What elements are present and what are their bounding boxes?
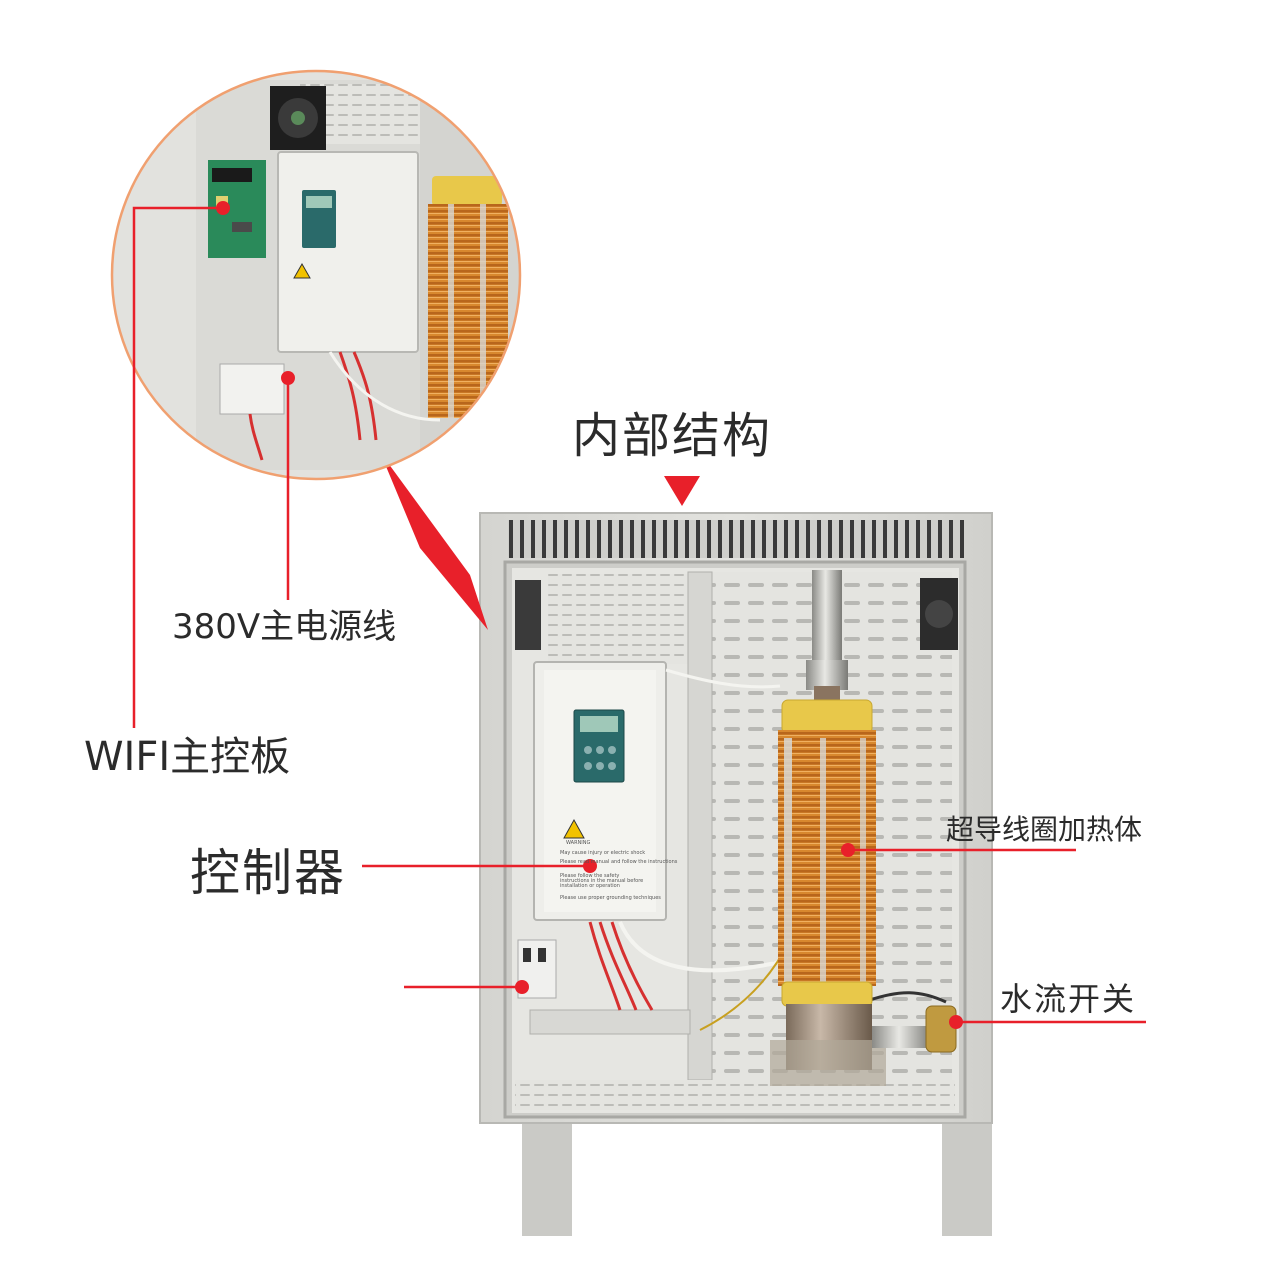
controller-warning-line: Please read manual and follow the instru… — [560, 859, 678, 865]
red-dot-icon — [216, 201, 230, 215]
fan-icon — [920, 578, 958, 650]
label-water-switch: 水流开关 — [1000, 980, 1137, 1018]
magnifier-inset — [110, 69, 522, 630]
red-dot-icon — [583, 859, 597, 873]
warning-triangle-icon — [563, 818, 585, 839]
controller-warning-heading: WARNING — [566, 840, 591, 846]
controller-warning-line: May cause injury or electric shock — [560, 850, 646, 856]
water-flow-switch — [925, 1005, 957, 1053]
cabinet — [479, 512, 993, 1236]
label-controller: 控制器 — [190, 844, 346, 902]
label-coil-heater: 超导线圈加热体 — [946, 813, 1143, 846]
bottom-plate — [515, 1080, 955, 1110]
label-main-power-line: 380V主电源线 — [172, 607, 397, 647]
red-dot-icon — [841, 843, 855, 857]
red-dot-icon — [281, 371, 295, 385]
cabinet-leg-left — [522, 1118, 572, 1236]
triangle-down-icon — [664, 476, 700, 506]
callouts — [132, 201, 1146, 1029]
callout-line-wifi — [132, 206, 223, 728]
label-wifi-board: WIFI主控板 — [84, 734, 291, 780]
magnifier-ring — [110, 69, 522, 481]
magnifier-pointer — [380, 452, 488, 630]
red-dot-icon — [515, 980, 529, 994]
cable-duct — [687, 571, 713, 1081]
controller-warning-line: Please use proper grounding techniques — [560, 895, 661, 901]
controller-warning-line: Please follow the safety instructions in… — [560, 873, 644, 889]
red-dot-icon — [949, 1015, 963, 1029]
inset-controller — [277, 151, 419, 353]
coil-heater-assembly — [770, 570, 957, 1086]
controller-unit — [533, 661, 667, 921]
top-vent — [508, 520, 964, 558]
page-title: 内部结构 — [572, 408, 773, 464]
cabinet-leg-right — [942, 1118, 992, 1236]
